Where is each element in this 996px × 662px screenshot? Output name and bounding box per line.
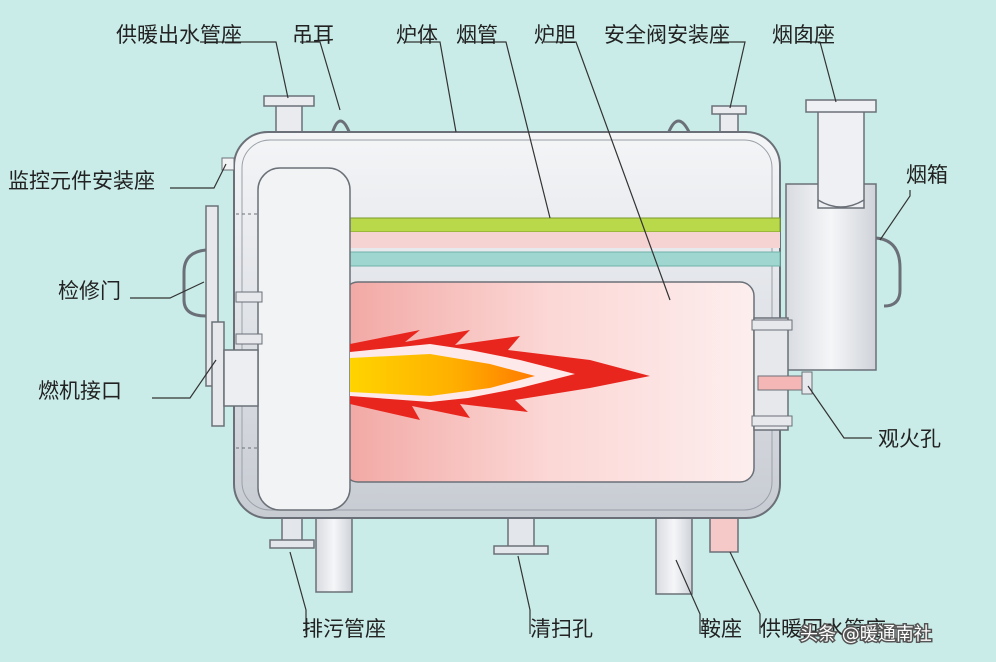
leader-lines bbox=[130, 41, 911, 634]
smoke-tube-teal bbox=[349, 251, 781, 267]
smoke-tube-green bbox=[349, 217, 781, 233]
label-furnace-liner: 炉胆 bbox=[534, 23, 576, 47]
burner-port bbox=[211, 321, 259, 427]
label-burner-port: 燃机接口 bbox=[38, 379, 122, 403]
lifting-lug-right bbox=[666, 119, 692, 135]
safety-valve-pipe bbox=[711, 105, 747, 135]
label-smoke-box: 烟箱 bbox=[906, 163, 948, 187]
label-furnace-body: 炉体 bbox=[396, 23, 438, 47]
label-drain-seat: 排污管座 bbox=[302, 617, 386, 641]
label-peephole: 观火孔 bbox=[878, 427, 941, 451]
cleaning-hole-pipe bbox=[493, 517, 549, 555]
label-cleaning-hole: 清扫孔 bbox=[530, 617, 593, 641]
peephole-tube bbox=[757, 371, 813, 395]
lifting-lug-left bbox=[330, 119, 352, 135]
label-monitor-seat: 监控元件安装座 bbox=[8, 169, 155, 193]
label-inspection-door: 检修门 bbox=[58, 279, 121, 303]
label-smoke-tube: 烟管 bbox=[456, 23, 498, 47]
watermark: 头条 @暖通南社 bbox=[800, 624, 932, 645]
label-lifting-lug: 吊耳 bbox=[292, 23, 334, 47]
drain-pipe-seat bbox=[269, 517, 315, 549]
hot-water-outlet-pipe bbox=[263, 95, 315, 135]
front-smoke-chamber bbox=[257, 167, 351, 511]
label-saddle: 鞍座 bbox=[700, 617, 742, 641]
label-return-water-seat: 供暖回水管座 bbox=[760, 617, 886, 641]
chimney bbox=[805, 99, 877, 209]
saddle-left bbox=[315, 509, 353, 593]
smoke-box bbox=[785, 183, 902, 371]
label-hot-water-outlet: 供暖出水管座 bbox=[116, 23, 242, 47]
label-safety-valve-seat: 安全阀安装座 bbox=[604, 23, 730, 47]
smoke-tube-pink bbox=[350, 232, 780, 248]
label-chimney-seat: 烟囱座 bbox=[772, 23, 835, 47]
saddle-right bbox=[655, 511, 693, 595]
flame bbox=[350, 330, 650, 420]
